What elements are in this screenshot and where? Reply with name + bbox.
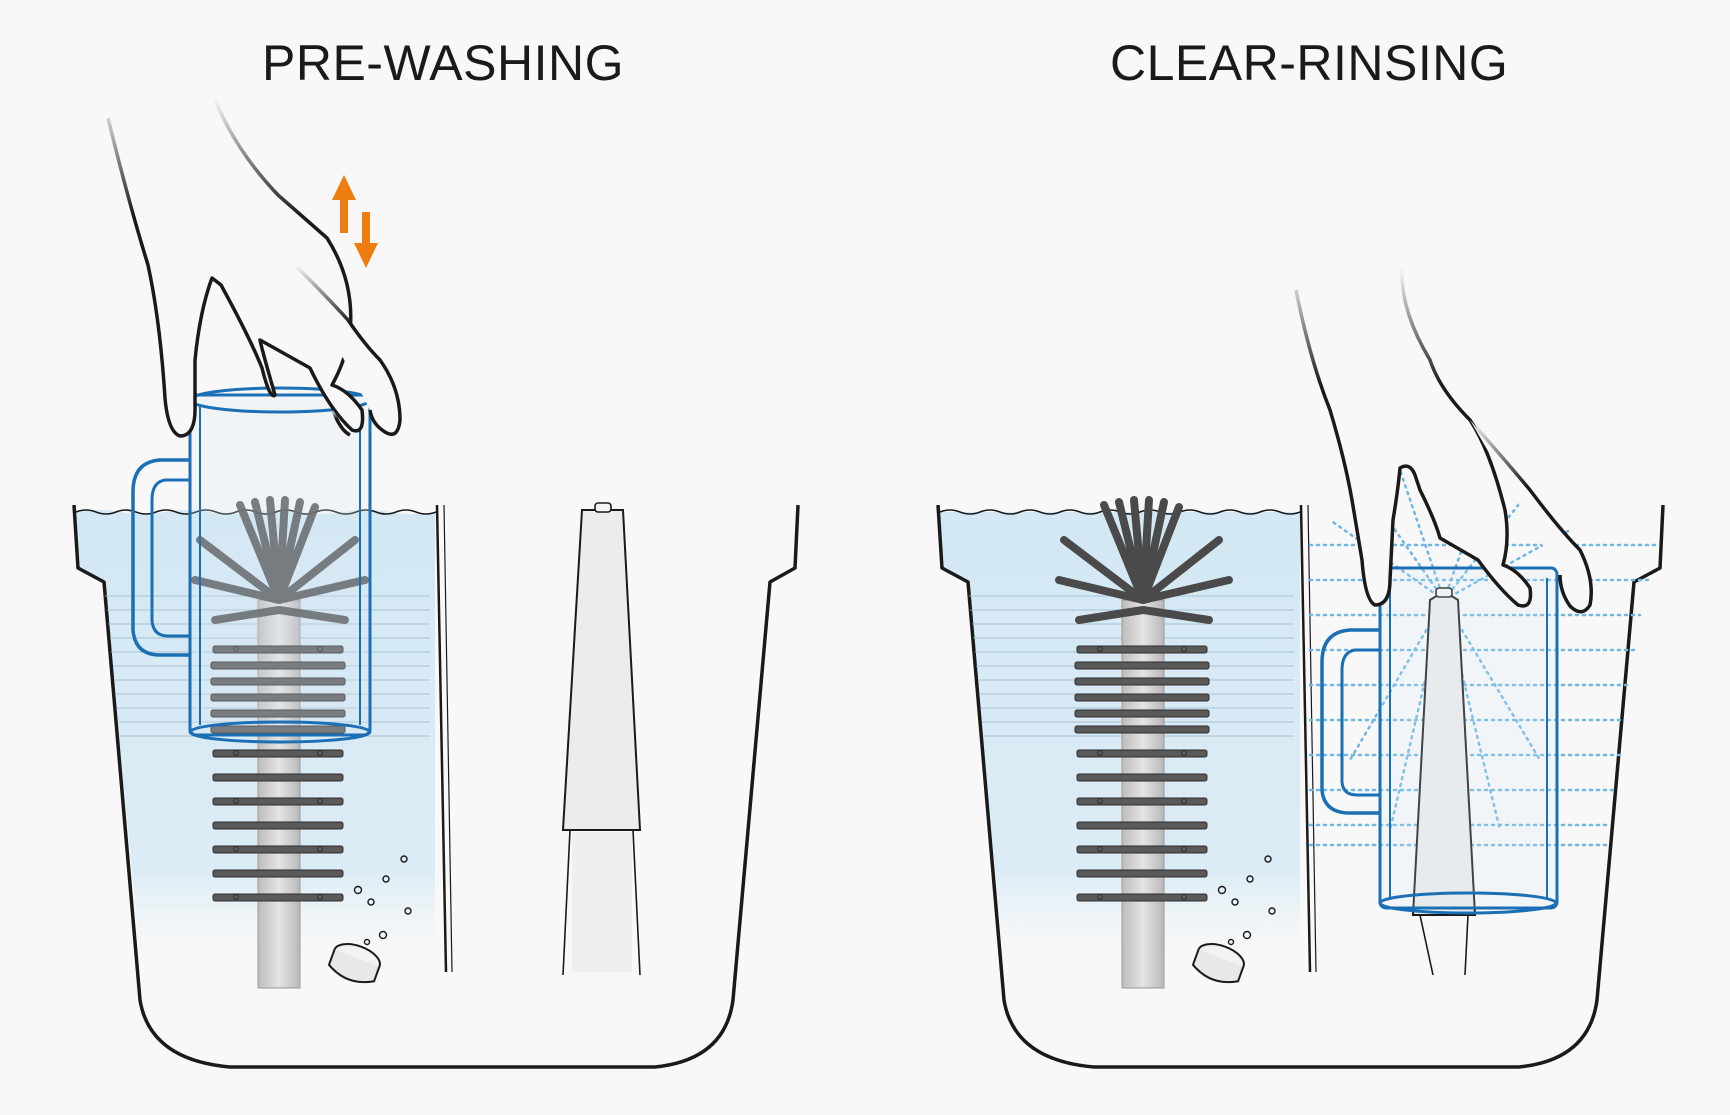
- pre-washing-title: PRE-WASHING: [262, 35, 624, 91]
- hand-icon: [106, 96, 402, 438]
- cup-right: [1320, 566, 1559, 915]
- cleaning-tablet-icon: [327, 943, 381, 984]
- cleaning-tablet-icon: [1191, 943, 1245, 984]
- hand-icon: [1294, 267, 1593, 614]
- cup-left: [131, 386, 372, 744]
- clear-rinsing-panel: [936, 267, 1665, 1069]
- spray-nozzle-left: [561, 509, 642, 831]
- water-right: [940, 512, 1300, 975]
- container-right: [936, 504, 1665, 1069]
- container-left: [72, 504, 800, 1069]
- up-down-arrows-icon: [332, 175, 378, 268]
- pre-washing-panel: [72, 96, 800, 1069]
- clear-rinsing-title: CLEAR-RINSING: [1110, 35, 1509, 91]
